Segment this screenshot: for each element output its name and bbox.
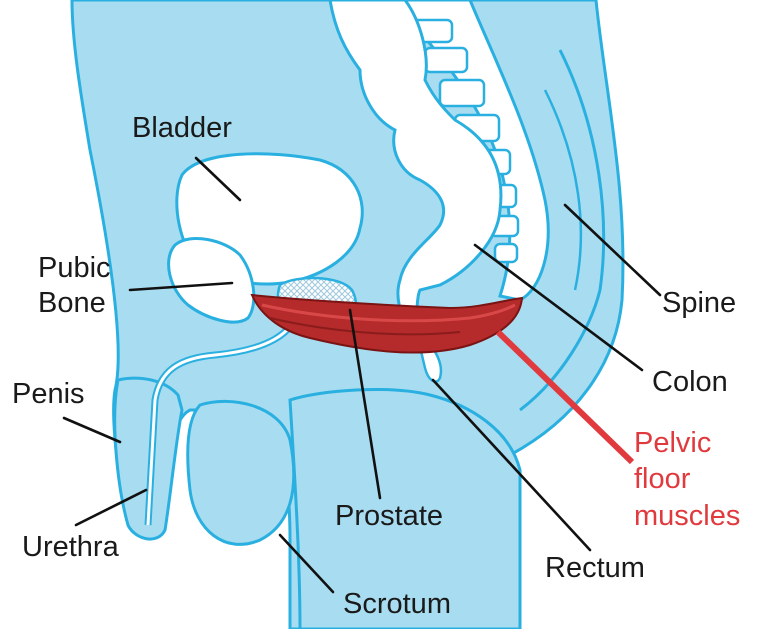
scrotum-label: Scrotum bbox=[343, 588, 451, 621]
penis-leader-line bbox=[64, 418, 120, 442]
scrotum-shape bbox=[188, 401, 294, 544]
pubic-bone-label-line1: Pubic bbox=[38, 252, 111, 285]
colon-label: Colon bbox=[652, 366, 728, 399]
penis-label: Penis bbox=[12, 378, 85, 411]
pubic-bone-label-line2: Bone bbox=[38, 287, 106, 320]
rectum-label: Rectum bbox=[545, 552, 645, 585]
bladder-label: Bladder bbox=[132, 112, 232, 145]
spine-label: Spine bbox=[662, 287, 736, 320]
pelvic-floor-label-line1: Pelvic bbox=[634, 427, 711, 460]
pelvic-floor-label-line3: muscles bbox=[634, 500, 740, 533]
pelvic-floor-label-line2: floor bbox=[634, 463, 690, 496]
urethra-label: Urethra bbox=[22, 531, 119, 564]
prostate-label: Prostate bbox=[335, 500, 443, 533]
